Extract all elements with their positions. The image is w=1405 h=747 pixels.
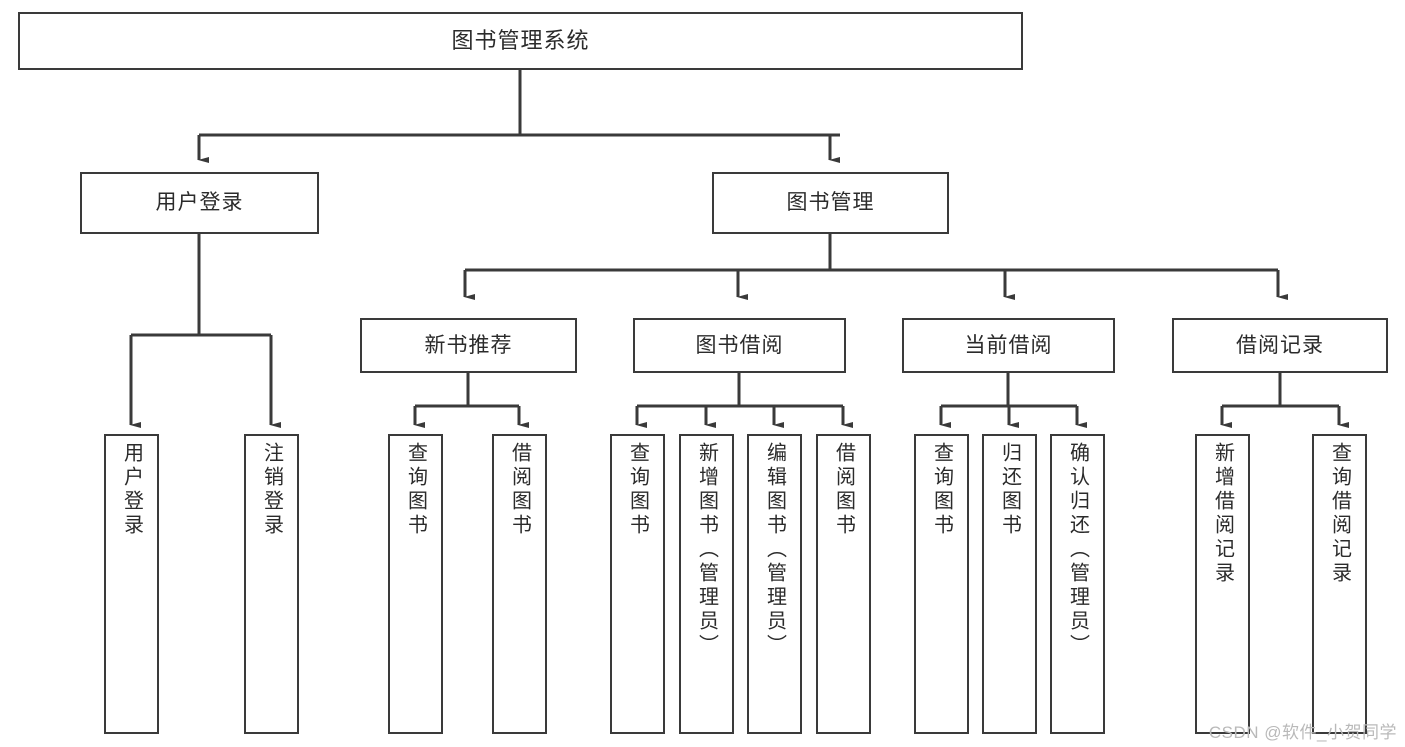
node-borrow-record-label: 借阅记录 xyxy=(1236,333,1324,357)
node-leaf-borrow-book-1[interactable]: 借阅图书 xyxy=(492,434,547,734)
node-leaf-query-book-2[interactable]: 查询图书 xyxy=(610,434,665,734)
node-leaf-query-book-1[interactable]: 查询图书 xyxy=(388,434,443,734)
node-leaf-add-book[interactable]: 新增图书（管理员） xyxy=(679,434,734,734)
node-leaf-add-record[interactable]: 新增借阅记录 xyxy=(1195,434,1250,734)
node-leaf-query-record[interactable]: 查询借阅记录 xyxy=(1312,434,1367,734)
node-user-login[interactable]: 用户登录 xyxy=(80,172,319,234)
node-leaf-user-login[interactable]: 用户登录 xyxy=(104,434,159,734)
node-user-login-label: 用户登录 xyxy=(155,191,244,215)
node-leaf-query-book-1-label: 查询图书 xyxy=(404,442,427,538)
node-leaf-borrow-book-1-label: 借阅图书 xyxy=(508,442,531,538)
node-book-manage[interactable]: 图书管理 xyxy=(712,172,949,234)
node-leaf-borrow-book-2-label: 借阅图书 xyxy=(832,442,855,538)
node-leaf-confirm-return-label: 确认归还（管理员） xyxy=(1066,442,1089,658)
node-book-borrow-label: 图书借阅 xyxy=(695,333,784,357)
node-book-borrow[interactable]: 图书借阅 xyxy=(633,318,846,373)
node-leaf-query-book-3[interactable]: 查询图书 xyxy=(914,434,969,734)
node-leaf-add-record-label: 新增借阅记录 xyxy=(1211,442,1234,586)
node-current-borrow-label: 当前借阅 xyxy=(964,333,1053,357)
node-leaf-logout-label: 注销登录 xyxy=(260,442,283,538)
node-leaf-logout[interactable]: 注销登录 xyxy=(244,434,299,734)
watermark: CSDN @软件_小贺同学 xyxy=(1208,723,1397,742)
node-current-borrow[interactable]: 当前借阅 xyxy=(902,318,1115,373)
node-root[interactable]: 图书管理系统 xyxy=(18,12,1023,70)
node-leaf-user-login-label: 用户登录 xyxy=(120,442,143,538)
node-leaf-return-book-label: 归还图书 xyxy=(998,442,1021,538)
node-leaf-return-book[interactable]: 归还图书 xyxy=(982,434,1037,734)
node-leaf-add-book-label: 新增图书（管理员） xyxy=(695,442,718,658)
node-new-book-rec-label: 新书推荐 xyxy=(424,333,513,357)
node-root-label: 图书管理系统 xyxy=(451,27,590,53)
node-borrow-record[interactable]: 借阅记录 xyxy=(1172,318,1388,373)
node-leaf-edit-book-label: 编辑图书（管理员） xyxy=(763,442,786,658)
node-leaf-borrow-book-2[interactable]: 借阅图书 xyxy=(816,434,871,734)
node-leaf-query-book-3-label: 查询图书 xyxy=(930,442,953,538)
node-leaf-edit-book[interactable]: 编辑图书（管理员） xyxy=(747,434,802,734)
node-leaf-query-book-2-label: 查询图书 xyxy=(626,442,649,538)
node-leaf-query-record-label: 查询借阅记录 xyxy=(1328,442,1351,586)
node-book-manage-label: 图书管理 xyxy=(786,191,875,215)
node-leaf-confirm-return[interactable]: 确认归还（管理员） xyxy=(1050,434,1105,734)
node-new-book-rec[interactable]: 新书推荐 xyxy=(360,318,577,373)
